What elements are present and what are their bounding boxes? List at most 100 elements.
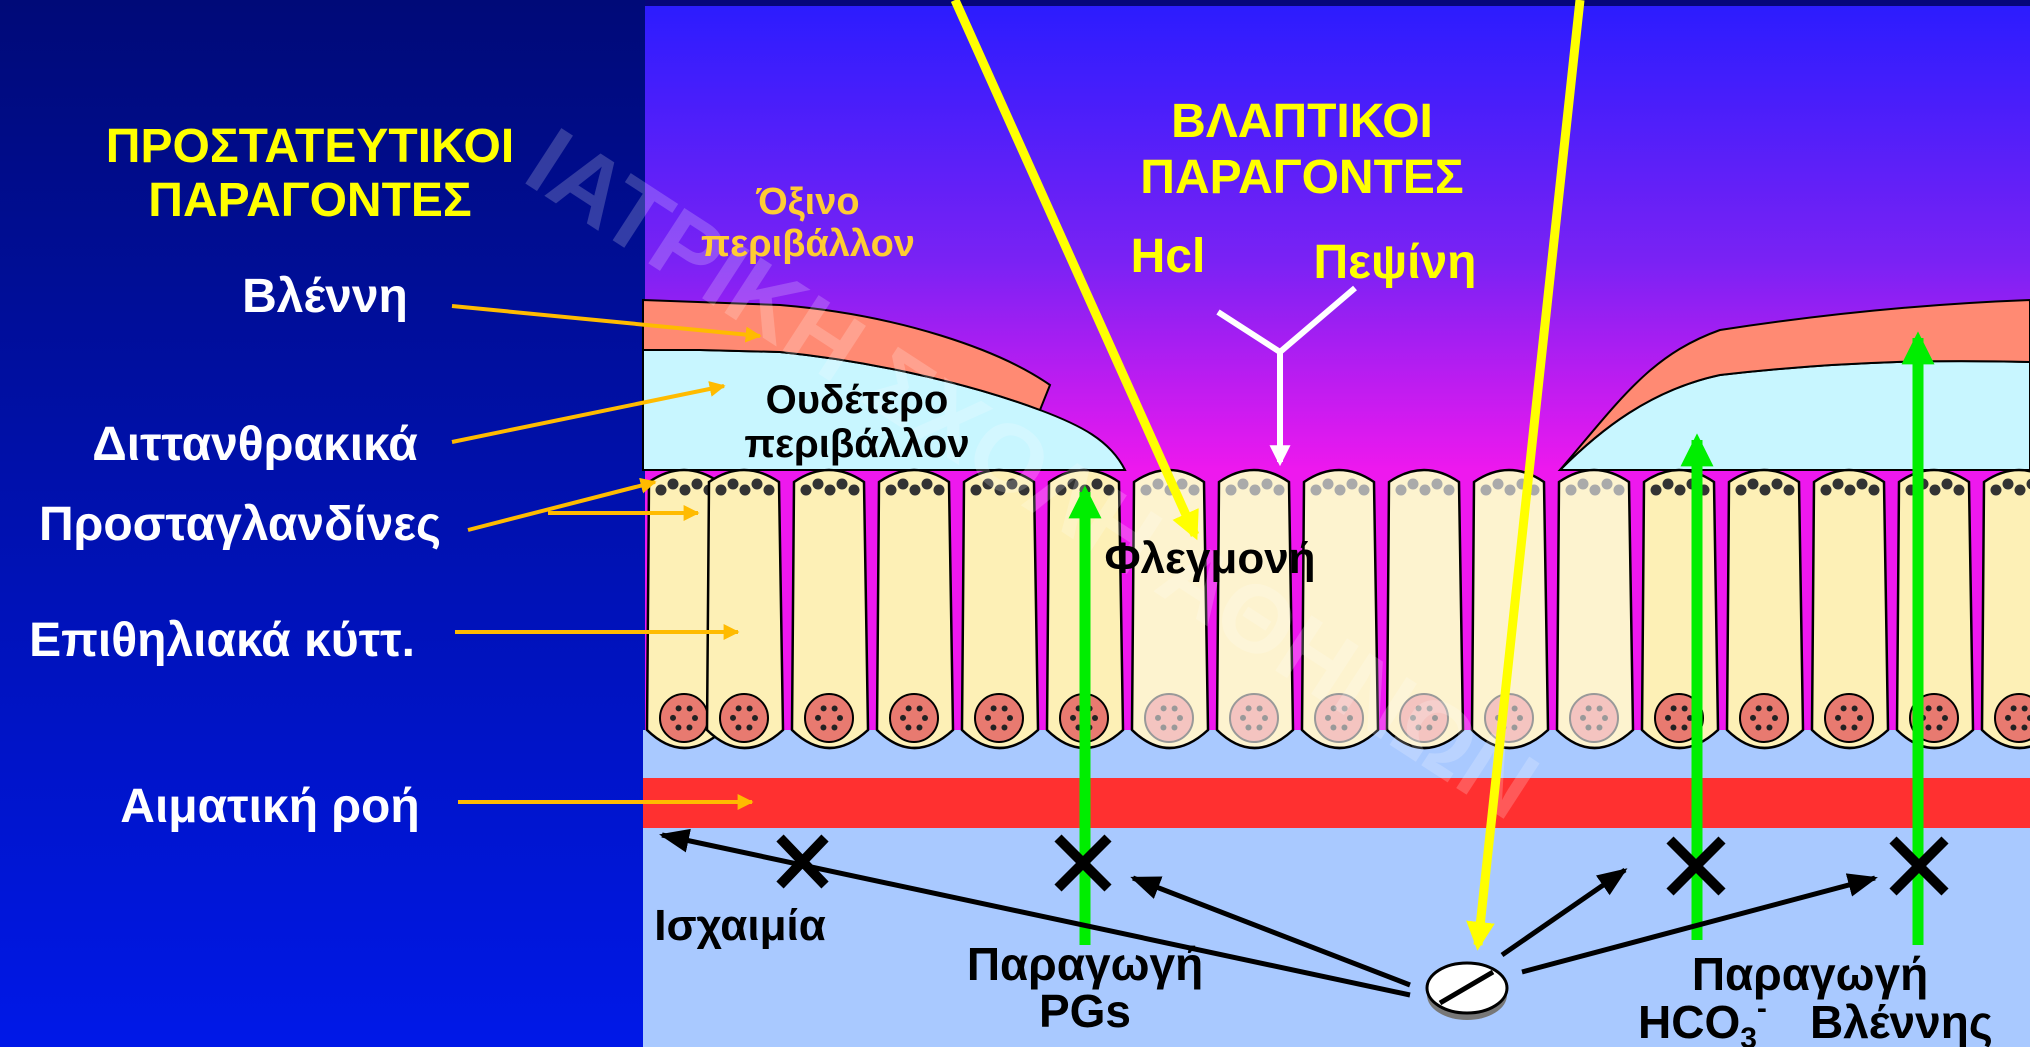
harmful-heading-line1: ΒΛΑΠΤΙΚΟΙ (1171, 95, 1433, 148)
secretory-granule (1335, 485, 1346, 496)
chromatin-dot (1246, 705, 1252, 711)
chromatin-dot (1936, 725, 1942, 731)
chromatin-dot (1772, 715, 1778, 721)
secretory-granule (910, 485, 921, 496)
secretory-granule (1493, 479, 1504, 490)
chromatin-dot (2022, 706, 2028, 712)
inflammation-label: Φλεγμονή (1104, 534, 1315, 583)
pg-production-line1: Παραγωγή (967, 938, 1203, 990)
chromatin-dot (2010, 724, 2016, 730)
label-hcl: Hcl (1131, 230, 1206, 283)
hco3-subscript: 3 (1740, 1022, 1757, 1047)
protective-heading-line2: ΠΑΡΑΓΟΝΤΕΣ (148, 174, 471, 227)
chromatin-dot (687, 706, 693, 712)
secretory-granule (1991, 485, 2002, 496)
chromatin-dot (1172, 706, 1178, 712)
cell-nucleus (805, 694, 853, 742)
chromatin-dot (831, 725, 837, 731)
chromatin-dot (985, 715, 991, 721)
secretory-granule (1651, 485, 1662, 496)
secretory-granule (1311, 485, 1322, 496)
chromatin-dot (1161, 705, 1167, 711)
chromatin-dot (1665, 715, 1671, 721)
chromatin-dot (1755, 724, 1761, 730)
chromatin-dot (1750, 715, 1756, 721)
chromatin-dot (990, 724, 996, 730)
chromatin-dot (1926, 705, 1932, 711)
ischemia-label: Ισχαιμία (654, 901, 826, 950)
secretory-granule (1614, 485, 1625, 496)
pill-icon (1427, 963, 1507, 1020)
chromatin-dot (1240, 715, 1246, 721)
hco3-superscript: - (1757, 992, 1767, 1025)
secretory-granule (1821, 485, 1832, 496)
secretory-granule (1675, 485, 1686, 496)
secretory-granule (1189, 485, 1200, 496)
chromatin-dot (1256, 725, 1262, 731)
secretory-granule (1930, 485, 1941, 496)
secretory-granule (2015, 485, 2026, 496)
secretory-granule (1347, 479, 1358, 490)
secretory-granule (1408, 479, 1419, 490)
chromatin-dot (747, 706, 753, 712)
secretory-granule (1772, 479, 1783, 490)
secretory-granule (1663, 479, 1674, 490)
chromatin-dot (1767, 706, 1773, 712)
chromatin-dot (1681, 725, 1687, 731)
chromatin-dot (1840, 724, 1846, 730)
cell-nucleus (975, 694, 1023, 742)
chromatin-dot (1177, 715, 1183, 721)
chromatin-dot (1857, 715, 1863, 721)
chromatin-dot (905, 724, 911, 730)
secretory-granule (1323, 479, 1334, 490)
secretory-granule (1760, 485, 1771, 496)
chromatin-dot (1245, 724, 1251, 730)
chromatin-dot (1835, 715, 1841, 721)
secretory-granule (1748, 479, 1759, 490)
chromatin-dot (1070, 715, 1076, 721)
secretory-granule (1420, 485, 1431, 496)
chromatin-dot (832, 706, 838, 712)
secretory-granule (740, 485, 751, 496)
chromatin-dot (2011, 705, 2017, 711)
secretory-granule (1262, 479, 1273, 490)
secretory-granule (2003, 479, 2014, 490)
secretory-granule (1845, 485, 1856, 496)
secretory-granule (1396, 485, 1407, 496)
chromatin-dot (2005, 715, 2011, 721)
chromatin-dot (916, 725, 922, 731)
chromatin-dot (1925, 724, 1931, 730)
chromatin-dot (1517, 715, 1523, 721)
chromatin-dot (1160, 724, 1166, 730)
chromatin-dot (735, 724, 741, 730)
chromatin-dot (1852, 706, 1858, 712)
protective-heading-line1: ΠΡΟΣΤΑΤΕΥΤΙΚΟΙ (106, 120, 514, 173)
cell-nucleus (1230, 694, 1278, 742)
secretory-granule (922, 479, 933, 490)
cell-nucleus (660, 694, 708, 742)
chromatin-dot (906, 705, 912, 711)
secretory-granule (1602, 479, 1613, 490)
secretory-granule (1153, 479, 1164, 490)
chromatin-dot (1171, 725, 1177, 731)
secretory-granule (886, 485, 897, 496)
chromatin-dot (736, 705, 742, 711)
chromatin-dot (1766, 725, 1772, 731)
cell-nucleus (1825, 694, 1873, 742)
chromatin-dot (1851, 725, 1857, 731)
chromatin-dot (1002, 706, 1008, 712)
chromatin-dot (1512, 706, 1518, 712)
mucus-production-label: Βλέννης (1810, 996, 1993, 1047)
secretory-granule (1857, 479, 1868, 490)
secretory-granule (680, 485, 691, 496)
secretory-granule (849, 485, 860, 496)
secretory-granule (1226, 485, 1237, 496)
chromatin-dot (1262, 715, 1268, 721)
pg-production-line2: PGs (1039, 985, 1131, 1037)
chromatin-dot (670, 715, 676, 721)
chromatin-dot (1007, 715, 1013, 721)
secretory-granule (825, 485, 836, 496)
secretory-granule (1954, 485, 1965, 496)
acidic-label-line2: περιβάλλον (701, 223, 915, 265)
